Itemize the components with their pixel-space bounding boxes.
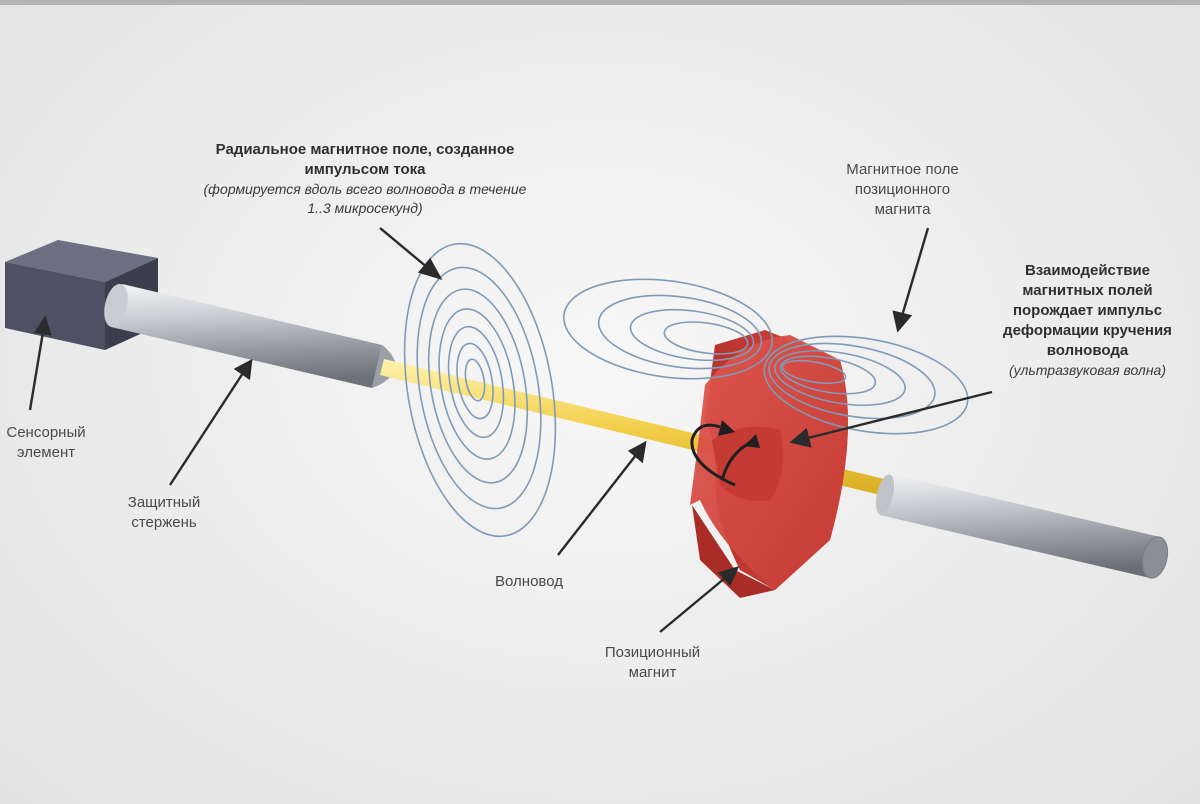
radial-field-label: Радиальное магнитное поле, созданное имп… (200, 140, 530, 218)
top-border (0, 0, 1200, 5)
interaction-label: Взаимодействие магнитных полей порождает… (990, 261, 1185, 380)
sensor-label: Сенсорный элемент (0, 423, 92, 463)
magnet-field-text: Магнитное поле позиционного магнита (846, 161, 959, 218)
magnet-text: Позиционный магнит (604, 644, 701, 681)
position-magnet (690, 330, 848, 598)
torsion-arrows (690, 420, 760, 487)
magnet-field-loops (563, 278, 969, 435)
radial-field-rings (403, 242, 557, 538)
sensor-text: Сенсорный элемент (6, 424, 86, 461)
radial-field-title: Радиальное магнитное поле, созданное имп… (215, 141, 515, 178)
rod-label: Защитный стержень (118, 493, 210, 533)
waveguide-text: Волновод (495, 573, 563, 590)
waveguide-label: Волновод (484, 572, 574, 592)
protective-rod-right (875, 474, 1169, 579)
protective-rod-left (104, 283, 397, 388)
interaction-title: Взаимодействие магнитных полей порождает… (1003, 262, 1172, 359)
magnet-field-label: Магнитное поле позиционного магнита (830, 160, 975, 220)
magnet-label: Позиционный магнит (590, 643, 715, 683)
interaction-note: (ультразвуковая волна) (1009, 362, 1166, 378)
pointer-arrows (28, 227, 993, 633)
radial-field-note: (формируется вдоль всего волновода в теч… (203, 181, 527, 216)
rod-text: Защитный стержень (127, 494, 201, 531)
